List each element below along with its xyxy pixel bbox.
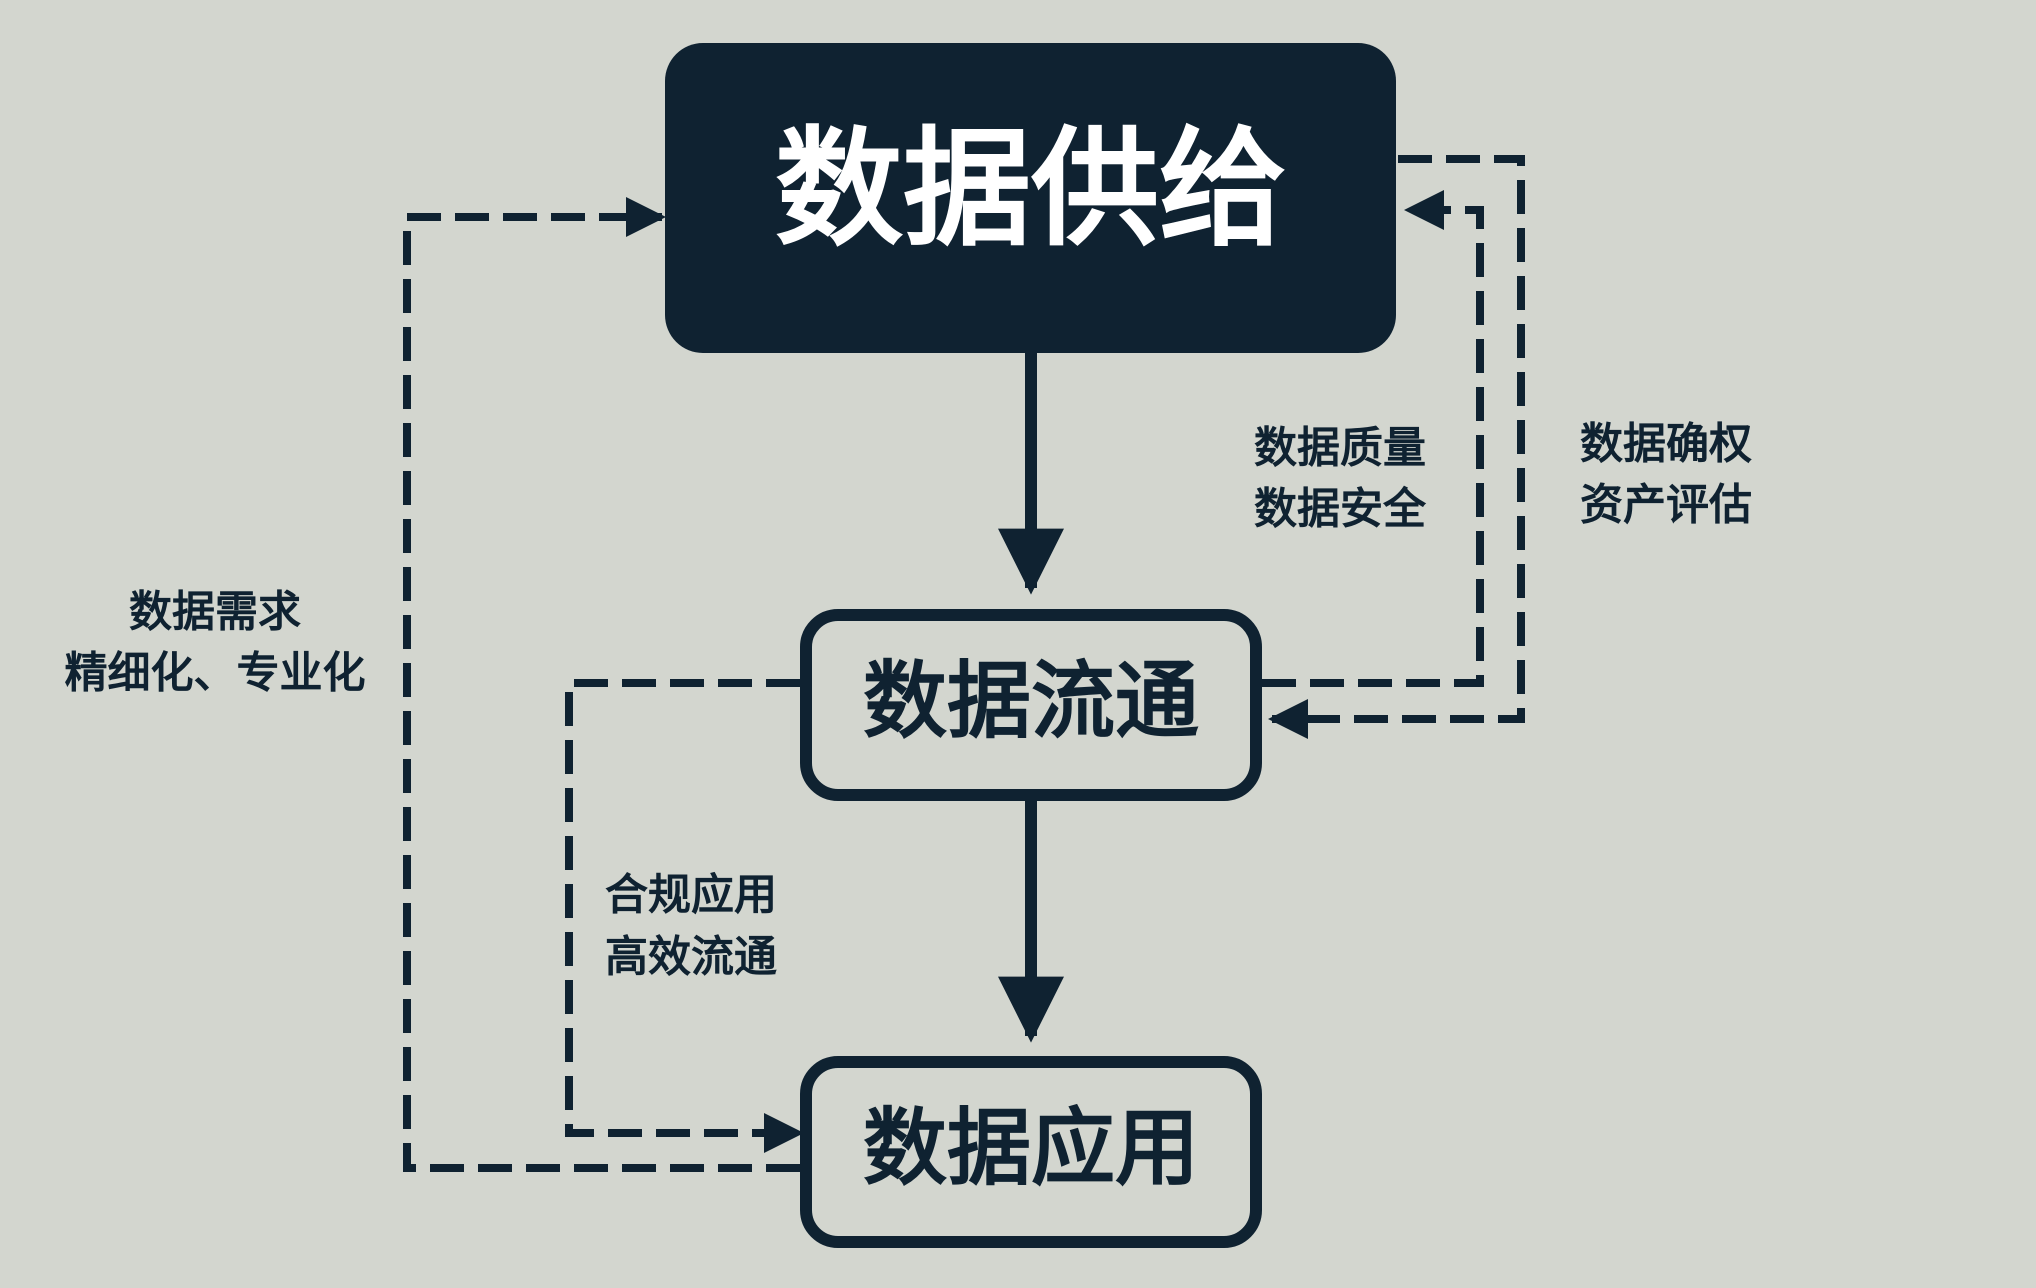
node-data-application: 数据应用 [800, 1056, 1262, 1248]
label-quality-line2: 数据安全 [1254, 485, 1427, 535]
node-data-supply: 数据供给 [665, 43, 1396, 353]
label-compliance-line1: 合规应用 [605, 871, 777, 921]
label-rights-line2: 资产评估 [1580, 481, 1752, 531]
label-compliance-line2: 高效流通 [605, 933, 777, 983]
label-compliance: 合规应用 高效流通 [605, 871, 777, 983]
label-rights-valuation: 数据确权 资产评估 [1580, 420, 1752, 531]
label-demand: 数据需求 精细化、专业化 [65, 588, 366, 699]
dashed-arrow-rights-valuation [1268, 155, 1525, 739]
node-data-application-label: 数据应用 [863, 1099, 1199, 1197]
node-data-supply-label: 数据供给 [775, 115, 1287, 264]
label-demand-line1: 数据需求 [129, 588, 301, 638]
node-data-circulation: 数据流通 [800, 609, 1262, 801]
label-demand-line2: 精细化、专业化 [65, 649, 366, 699]
dashed-arrow-compliance [565, 679, 804, 1153]
node-data-circulation-label: 数据流通 [863, 652, 1199, 750]
label-rights-line1: 数据确权 [1580, 420, 1752, 470]
dashed-arrow-demand [403, 197, 800, 1172]
label-quality-line1: 数据质量 [1254, 424, 1426, 474]
label-quality-security: 数据质量 数据安全 [1254, 424, 1427, 535]
dashed-arrow-quality-security [1262, 190, 1484, 687]
